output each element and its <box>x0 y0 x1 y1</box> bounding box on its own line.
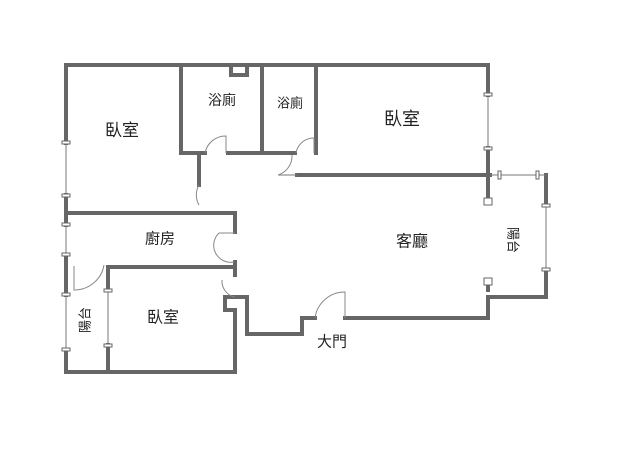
room-labels: 臥室 浴廁 浴廁 臥室 廚房 客廳 陽台 陽台 臥室 大門 <box>79 92 520 351</box>
label-living-room: 客廳 <box>396 232 428 251</box>
label-balcony-west: 陽台 <box>79 307 94 333</box>
windows <box>61 92 551 352</box>
walls <box>64 63 548 374</box>
label-balcony-east: 陽台 <box>505 227 520 253</box>
label-bedroom-sw: 臥室 <box>147 308 179 327</box>
label-bath-1: 浴廁 <box>208 92 236 109</box>
label-kitchen: 廚房 <box>145 230 175 248</box>
label-bedroom-ne: 臥室 <box>384 109 420 130</box>
label-bedroom-nw: 臥室 <box>105 121 139 141</box>
label-bath-2: 浴廁 <box>277 96 303 112</box>
label-main-door: 大門 <box>317 333 347 351</box>
doors <box>73 135 346 319</box>
